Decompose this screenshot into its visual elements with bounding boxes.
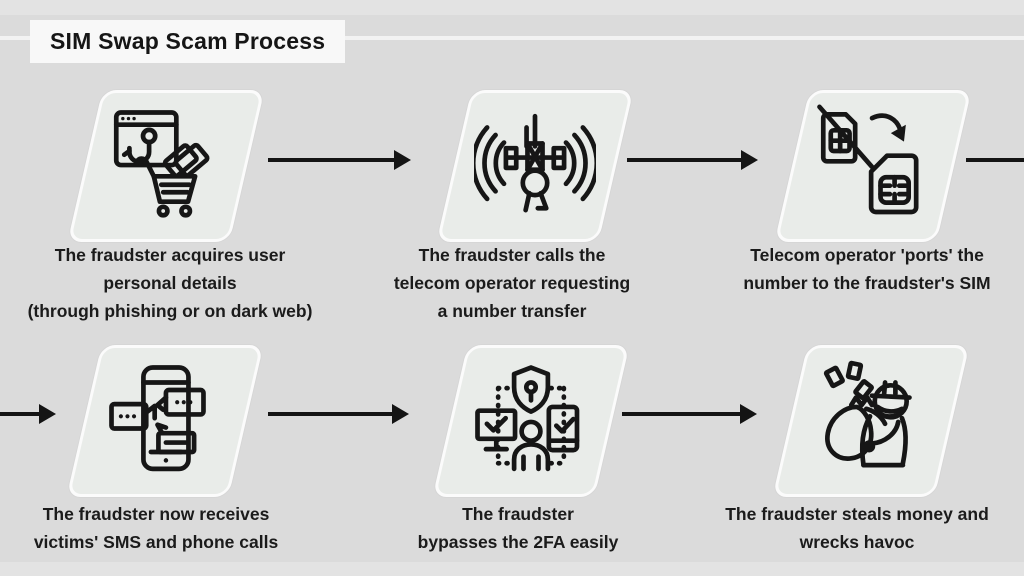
arrow-step3-exit-icon [966,158,1024,162]
arrow-step2-step3-icon [627,150,758,170]
step-4-caption: The fraudster now receives victims' SMS … [33,504,279,552]
step-1-caption: The fraudster acquires user personal det… [27,245,313,321]
cell-tower-icon [474,113,596,213]
step-5-caption: The fraudster bypasses the 2FA easily [417,504,619,552]
bottom-band [0,562,1024,576]
phishing-cart-icon [113,110,210,218]
arrow-step4-step5-icon [268,404,409,424]
thief-money-icon [823,360,912,468]
top-band [0,0,1024,15]
phone-sms-icon [109,365,206,472]
step-2-box [436,90,634,242]
two-factor-bypass-icon [475,365,580,472]
arrow-enter-step4-icon [0,404,56,424]
header-rule [0,36,1024,40]
step-3-box [774,90,972,242]
page-title: SIM Swap Scam Process [30,20,346,63]
step-1-box [67,90,265,242]
arrow-step5-step6-icon [622,404,757,424]
step-6-caption: The fraudster steals money and wrecks ha… [725,504,989,552]
step-4-box [66,345,264,497]
step-2-caption: The fraudster calls the telecom operator… [393,245,631,321]
step-5-box [432,345,630,497]
arrow-step1-step2-icon [268,150,411,170]
step-6-box [772,345,970,497]
step-3-caption: Telecom operator 'ports' the number to t… [743,245,991,293]
sim-swap-icon [817,104,919,215]
